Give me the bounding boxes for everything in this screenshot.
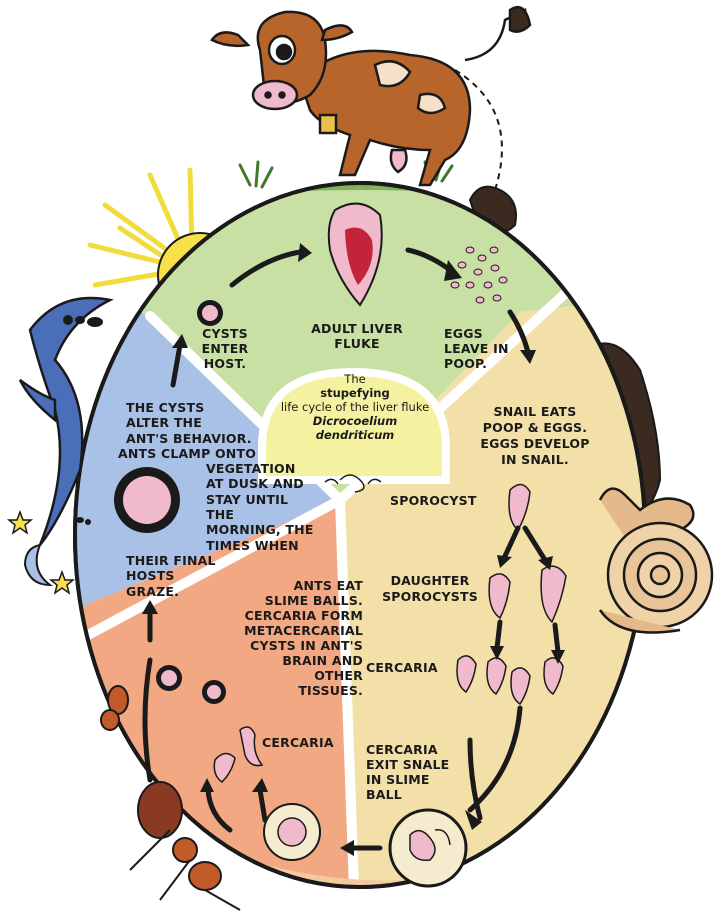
label-cysts-alter-behavior: THE CYSTS ALTER THE ANT'S BEHAVIOR. ANTS… (118, 400, 318, 599)
label-daughter-sporocysts: DAUGHTER SPOROCYSTS (375, 573, 485, 605)
label-cercaria-exit: CERCARIA EXIT SNALE IN SLIME BALL (366, 742, 466, 802)
label-cercaria-right: CERCARIA (366, 660, 466, 675)
label-sporocyst: SPOROCYST (390, 493, 500, 508)
label-eggs-leave: EGGS LEAVE IN POOP. (444, 326, 534, 371)
label-snail-eats: SNAIL EATS POOP & EGGS. EGGS DEVELOP IN … (465, 404, 605, 468)
label-cysts-enter-host: CYSTS ENTER HOST. (180, 326, 270, 371)
label-cercaria-left: CERCARIA (262, 735, 362, 750)
slime-ball-icon (264, 804, 320, 860)
cow-icon (212, 7, 530, 185)
label-adult-liver-fluke: ADULT LIVER FLUKE (292, 321, 422, 351)
moon-icon (25, 545, 50, 585)
slime-ball-icon (390, 810, 466, 886)
cyst-icon (197, 300, 223, 326)
